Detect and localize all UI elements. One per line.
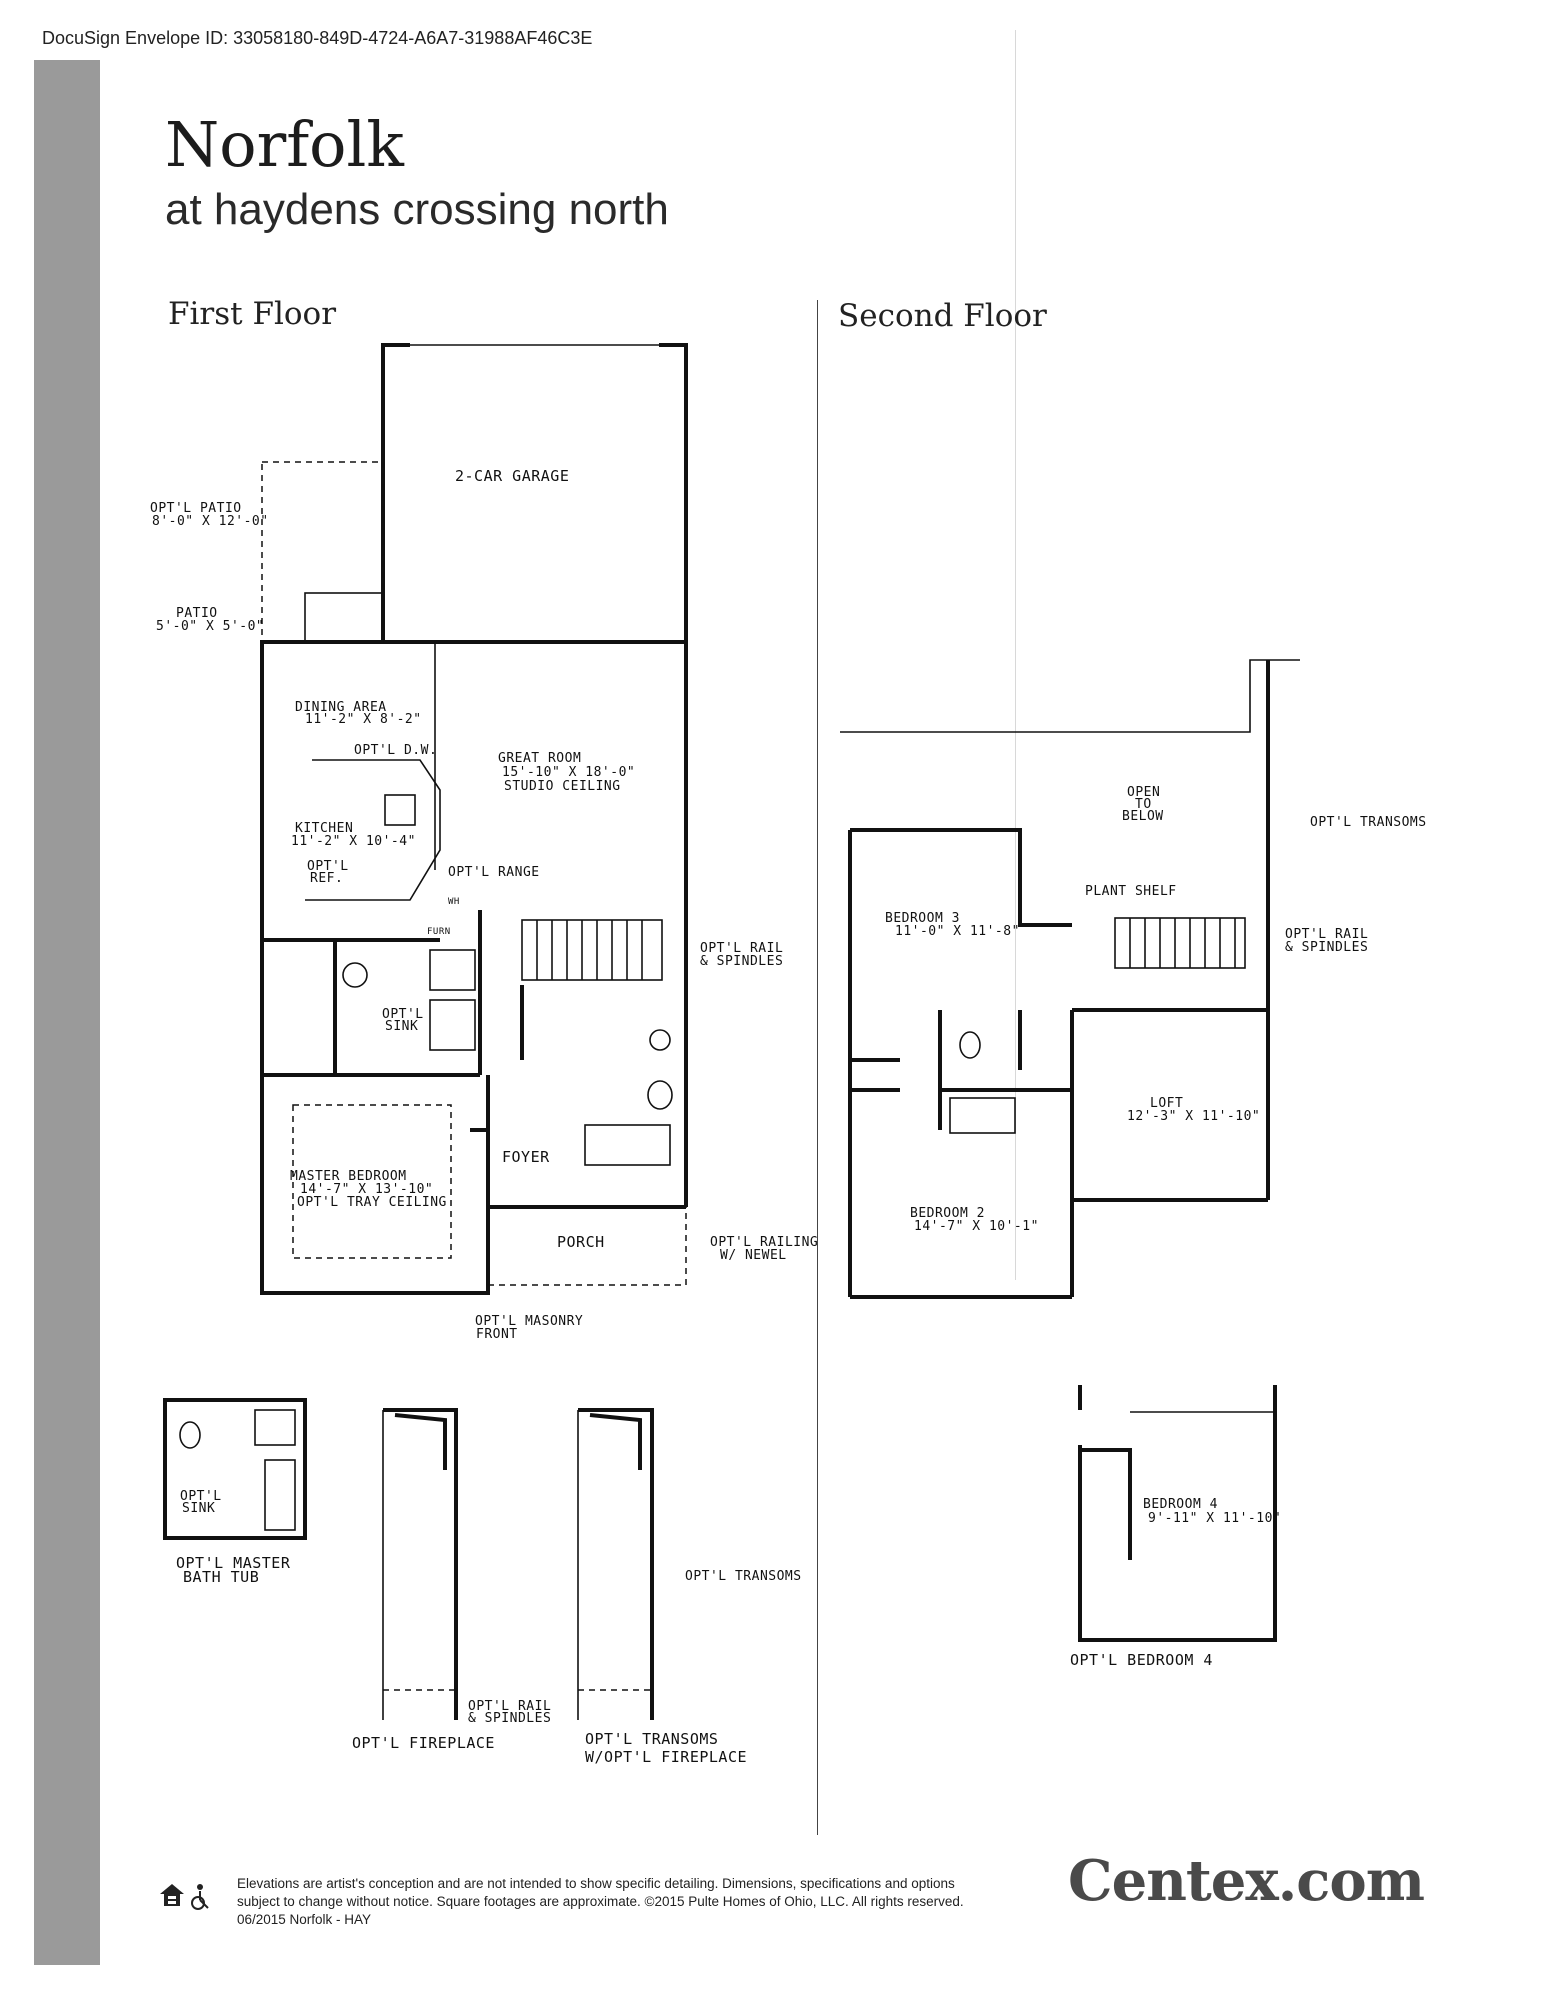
label-garage: 2-CAR GARAGE — [455, 467, 569, 485]
label-master: MASTER BEDROOM — [290, 1169, 407, 1184]
label-optl-rail-2f: OPT'L RAIL — [1285, 927, 1368, 942]
envelope-id: DocuSign Envelope ID: 33058180-849D-4724… — [42, 28, 593, 48]
label-bath-2: BATH TUB — [183, 1568, 259, 1586]
label-open-3: BELOW — [1122, 809, 1164, 824]
label-great-room-note: STUDIO CEILING — [504, 779, 621, 794]
label-foyer: FOYER — [502, 1148, 550, 1166]
footer-icons — [160, 1882, 220, 1917]
first-floor-plan — [260, 343, 688, 1295]
label-great-room: GREAT ROOM — [498, 751, 581, 766]
label-patio-size: 5'-0" X 5'-0" — [156, 619, 264, 634]
footer-disclaimer: Elevations are artist's conception and a… — [237, 1876, 964, 1927]
label-master-note: OPT'L TRAY CEILING — [297, 1195, 447, 1210]
label-transoms: OPT'L TRANSOMS — [685, 1569, 802, 1584]
label-dining: DINING AREA — [295, 700, 387, 715]
stairs-first — [520, 919, 663, 1060]
label-bedroom3: BEDROOM 3 — [885, 911, 960, 926]
label-kitchen: KITCHEN — [295, 821, 353, 836]
scan-line — [1015, 30, 1016, 1280]
label-porch: PORCH — [557, 1233, 605, 1251]
label-master-size: 14'-7" X 13'-10" — [300, 1182, 433, 1197]
optional-transoms-plan — [577, 1408, 654, 1720]
label-optl-patio-size: 8'-0" X 12'-0" — [152, 514, 269, 529]
label-optl-ref-1: OPT'L — [307, 859, 349, 874]
label-open-1: OPEN — [1127, 785, 1160, 800]
side-bar — [34, 60, 100, 1965]
label-optl-bedroom4: OPT'L BEDROOM 4 — [1070, 1651, 1213, 1669]
label-plant-shelf: PLANT SHELF — [1085, 884, 1177, 899]
label-bedroom3-size: 11'-0" X 11'-8" — [895, 924, 1020, 939]
label-optl-ref-2: REF. — [310, 871, 343, 886]
label-furn: FURN — [427, 927, 451, 937]
label-kitchen-size: 11'-2" X 10'-4" — [291, 834, 416, 849]
page-title: Norfolk — [165, 108, 404, 181]
second-floor-heading: Second Floor — [838, 298, 1047, 334]
first-floor-heading: First Floor — [168, 296, 337, 332]
optional-fireplace-plan — [382, 1408, 458, 1720]
label-optl-transoms-2f: OPT'L TRANSOMS — [1310, 815, 1427, 830]
label-optl-railing: OPT'L RAILING — [710, 1235, 818, 1250]
floor-divider — [817, 300, 818, 1835]
label-bedroom4: BEDROOM 4 — [1143, 1497, 1218, 1512]
label-bath-sink-1: OPT'L — [180, 1489, 222, 1504]
label-patio: PATIO — [176, 606, 218, 621]
stairs-second — [1114, 917, 1246, 969]
label-spindles: & SPINDLES — [700, 954, 783, 969]
second-floor-plan — [840, 659, 1300, 1299]
brand-logo[interactable]: Centex.com — [1068, 1848, 1425, 1914]
label-rail-2: & SPINDLES — [468, 1711, 551, 1726]
label-loft-size: 12'-3" X 11'-10" — [1127, 1109, 1260, 1124]
equal-housing-icon — [160, 1884, 184, 1906]
label-bedroom2-size: 14'-7" X 10'-1" — [914, 1219, 1039, 1234]
label-optl-sink-1: OPT'L — [382, 1007, 424, 1022]
label-open-2: TO — [1135, 797, 1152, 812]
label-bath-sink-2: SINK — [182, 1501, 215, 1516]
optional-bedroom4-plan — [1078, 1385, 1277, 1642]
label-optl-range: OPT'L RANGE — [448, 865, 540, 880]
label-spindles-2f: & SPINDLES — [1285, 940, 1368, 955]
label-bath-1: OPT'L MASTER — [176, 1554, 291, 1572]
label-bedroom4-size: 9'-11" X 11'-10" — [1148, 1511, 1281, 1526]
label-optl-patio: OPT'L PATIO — [150, 501, 242, 516]
label-transoms-fp-1: OPT'L TRANSOMS — [585, 1730, 718, 1748]
label-rail-1: OPT'L RAIL — [468, 1699, 551, 1714]
label-masonry-1: OPT'L MASONRY — [475, 1314, 583, 1329]
label-transoms-fp-2: W/OPT'L FIREPLACE — [585, 1748, 747, 1766]
label-newel: W/ NEWEL — [720, 1248, 787, 1263]
label-fireplace: OPT'L FIREPLACE — [352, 1734, 495, 1752]
label-dining-size: 11'-2" X 8'-2" — [305, 712, 422, 727]
label-bedroom2: BEDROOM 2 — [910, 1206, 985, 1221]
label-optl-sink-2: SINK — [385, 1019, 418, 1034]
label-wh: WH — [448, 897, 460, 907]
label-optl-dw: OPT'L D.W. — [354, 743, 437, 758]
label-optl-rail: OPT'L RAIL — [700, 941, 783, 956]
page-subtitle: at haydens crossing north — [165, 185, 669, 234]
label-loft: LOFT — [1150, 1096, 1183, 1111]
optional-bath-plan — [163, 1398, 307, 1540]
accessibility-icon — [191, 1884, 209, 1910]
label-great-room-size: 15'-10" X 18'-0" — [502, 765, 635, 780]
label-masonry-2: FRONT — [476, 1327, 518, 1342]
